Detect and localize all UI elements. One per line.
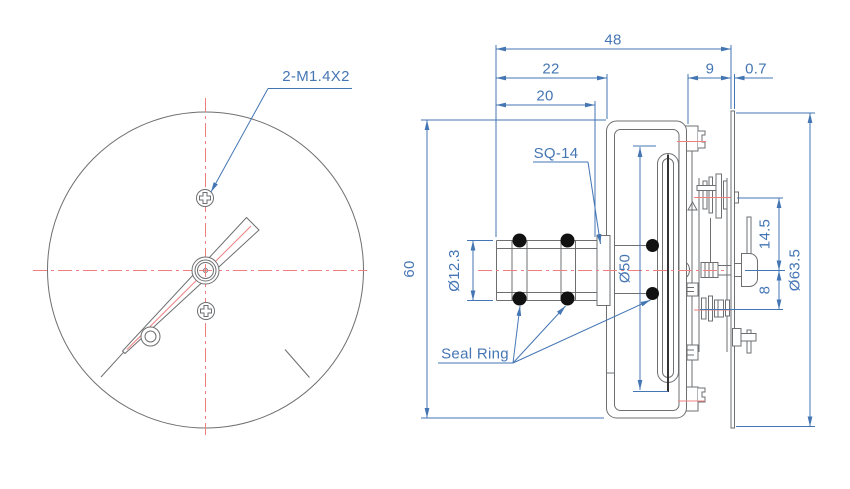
dim-0.7-label: 0.7	[745, 61, 767, 78]
dial-scale-tick	[284, 349, 310, 378]
case-clip-lower	[686, 344, 699, 361]
leader-seal-ring	[438, 299, 651, 364]
needle-counterweight-hole	[140, 326, 161, 347]
seal-ring-dot	[512, 233, 527, 248]
dim-9-label: 9	[706, 61, 715, 78]
dim-50-label: Ø50	[617, 254, 634, 283]
dim-48-label: 48	[604, 32, 621, 49]
square-drive-label: SQ-14	[534, 145, 579, 162]
leader-square-drive	[533, 161, 602, 245]
dim-63.5-label: Ø63.5	[787, 249, 804, 291]
dim-8-label: 8	[757, 286, 774, 295]
back-panel-group	[730, 110, 758, 429]
seal-rings	[512, 233, 659, 306]
seal-ring-dot	[512, 291, 527, 306]
mounting-screw	[732, 328, 757, 347]
seal-ring-label: Seal Ring	[441, 346, 509, 363]
dim-20-label: 20	[536, 88, 553, 105]
screw-top	[196, 189, 214, 207]
dim-22-label: 22	[542, 61, 559, 78]
leader-screws	[210, 88, 352, 193]
seal-ring-dot	[646, 287, 659, 300]
seal-ring-dot	[560, 233, 575, 248]
dimension-labels: 48 22 9 0.7 20 60 Ø12.3 Ø50 14.5 8 Ø63.5…	[282, 32, 803, 363]
seal-ring-dot	[646, 239, 659, 252]
dim-12.3-label: Ø12.3	[446, 249, 463, 291]
seal-ring-dot	[560, 291, 575, 306]
screw-bottom	[197, 302, 215, 320]
hub-center-mark	[199, 264, 212, 277]
dimension-layer	[210, 45, 815, 427]
dim-14.5-label: 14.5	[757, 219, 774, 249]
pointer-needle-tip	[100, 351, 124, 378]
case-clip-upper	[686, 282, 699, 297]
pallet-triangle	[687, 200, 698, 211]
screws-leader-label: 2-M1.4X2	[282, 68, 349, 85]
mounting-panel	[730, 110, 735, 429]
dim-60-label: 60	[401, 260, 418, 277]
